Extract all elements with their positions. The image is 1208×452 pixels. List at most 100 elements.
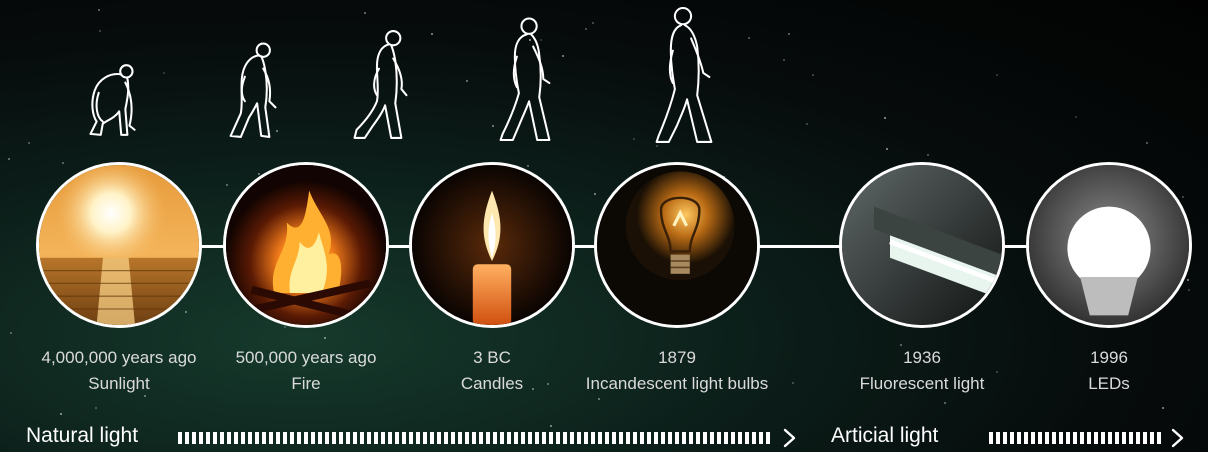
progress-dash [381, 432, 385, 444]
progress-dash [724, 432, 728, 444]
sunlight-photo [39, 165, 199, 325]
progress-dash [996, 432, 1000, 444]
progress-dash [528, 432, 532, 444]
progress-dash [234, 432, 238, 444]
progress-dash [535, 432, 539, 444]
progress-dash [206, 432, 210, 444]
progress-dash [1108, 432, 1112, 444]
fluorescent-tube-photo [842, 165, 1002, 325]
star [944, 402, 946, 404]
progress-dash [591, 432, 595, 444]
progress-dash [696, 432, 700, 444]
progress-dash [738, 432, 742, 444]
era-caption-incandescent: 1879 Incandescent light bulbs [557, 345, 797, 397]
star [806, 123, 808, 125]
star [99, 30, 101, 32]
progress-dash [227, 432, 231, 444]
star [527, 165, 529, 167]
progress-dash [549, 432, 553, 444]
progress-dash [759, 432, 763, 444]
progress-dash [423, 432, 427, 444]
star [783, 59, 785, 61]
star [884, 117, 886, 119]
star [466, 80, 468, 82]
progress-dash [304, 432, 308, 444]
progress-dash [458, 432, 462, 444]
stooped-ape-icon [80, 58, 142, 140]
star [62, 162, 64, 164]
progress-dash [1129, 432, 1133, 444]
progress-dash [605, 432, 609, 444]
progress-dash [325, 432, 329, 444]
progress-dash [542, 432, 546, 444]
progress-dash [1031, 432, 1035, 444]
progress-dash [570, 432, 574, 444]
progress-dash [710, 432, 714, 444]
progress-dash [402, 432, 406, 444]
star [431, 33, 433, 35]
star [788, 33, 790, 35]
progress-dash [353, 432, 357, 444]
progress-dash [584, 432, 588, 444]
chevron-right-icon [1170, 428, 1186, 448]
progress-dash [178, 432, 182, 444]
progress-dash [451, 432, 455, 444]
progress-dash [465, 432, 469, 444]
progress-dash [1017, 432, 1021, 444]
progress-dash [675, 432, 679, 444]
progress-dash [1150, 432, 1154, 444]
progress-dash [255, 432, 259, 444]
artificial-light-progress-track [989, 432, 1161, 444]
star [594, 193, 596, 195]
hominid-icon [350, 28, 410, 142]
progress-dash [367, 432, 371, 444]
progress-dash [395, 432, 399, 444]
star [492, 125, 494, 127]
artificial-light-label: Articial light [831, 424, 938, 448]
progress-dash [220, 432, 224, 444]
progress-dash [332, 432, 336, 444]
star [1162, 407, 1164, 409]
era-caption-leds: 1996 LEDs [989, 345, 1208, 397]
star [1187, 279, 1189, 281]
progress-dash [626, 432, 630, 444]
star [1182, 196, 1184, 198]
progress-dash [563, 432, 567, 444]
progress-dash [661, 432, 665, 444]
progress-dash [311, 432, 315, 444]
progress-dash [1136, 432, 1140, 444]
progress-dash [1024, 432, 1028, 444]
progress-dash [731, 432, 735, 444]
progress-dash [472, 432, 476, 444]
progress-dash [374, 432, 378, 444]
star [163, 72, 165, 74]
progress-dash [388, 432, 392, 444]
progress-dash [500, 432, 504, 444]
progress-dash [1143, 432, 1147, 444]
progress-dash [1052, 432, 1056, 444]
era-circle-incandescent [594, 162, 760, 328]
progress-dash [192, 432, 196, 444]
star [550, 425, 552, 427]
progress-dash [703, 432, 707, 444]
progress-dash [619, 432, 623, 444]
star [95, 407, 97, 409]
chevron-right-icon [782, 428, 798, 448]
progress-dash [290, 432, 294, 444]
natural-light-label: Natural light [26, 424, 138, 448]
progress-dash [1157, 432, 1161, 444]
star [585, 28, 587, 30]
progress-dash [1087, 432, 1091, 444]
incandescent-bulb-photo [597, 165, 757, 325]
progress-dash [1010, 432, 1014, 444]
star [633, 138, 635, 140]
candle-photo [412, 165, 572, 325]
progress-dash [185, 432, 189, 444]
star [812, 74, 814, 76]
progress-dash [241, 432, 245, 444]
era-circle-fluorescent [839, 162, 1005, 328]
progress-dash [1073, 432, 1077, 444]
star [598, 398, 600, 400]
star [748, 37, 750, 39]
